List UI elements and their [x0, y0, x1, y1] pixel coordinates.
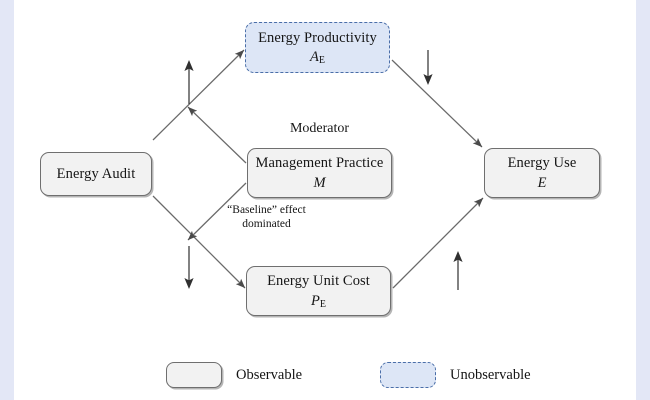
legend-label-observable: Observable — [236, 366, 303, 383]
node-management-practice-title: Management Practice — [255, 155, 384, 172]
legend: Observable Unobservable — [14, 352, 636, 398]
node-energy-use-title: Energy Use — [507, 155, 577, 172]
legend-label-unobservable: Unobservable — [450, 366, 531, 383]
edge-moderator-to-cost-path — [187, 182, 247, 241]
path-diagram: Energy Audit Energy Productivity AE Mana… — [14, 0, 636, 400]
connector-layer — [152, 49, 484, 290]
right-margin-band — [636, 0, 650, 400]
node-energy-unit-cost[interactable]: Energy Unit Cost PE — [246, 266, 391, 316]
node-energy-unit-cost-title: Energy Unit Cost — [267, 273, 370, 290]
node-energy-productivity-title: Energy Productivity — [258, 29, 377, 46]
node-energy-productivity[interactable]: Energy Productivity AE — [245, 22, 390, 73]
edge-productivity-to-use — [391, 59, 483, 148]
edge-cost-to-use — [392, 197, 484, 289]
sign-up-audit-productivity — [184, 60, 194, 104]
node-energy-use[interactable]: Energy Use E — [484, 148, 600, 198]
edge-audit-to-cost — [152, 195, 246, 289]
node-energy-unit-cost-symbol: PE — [311, 292, 326, 310]
node-management-practice-symbol: M — [313, 174, 326, 191]
moderator-label: Moderator — [289, 121, 350, 136]
baseline-effect-note-line1: “Baseline” effect — [227, 204, 306, 216]
node-management-practice[interactable]: Management Practice M — [247, 148, 392, 198]
legend-swatch-unobservable — [380, 362, 436, 388]
sign-down-productivity-use — [423, 50, 433, 85]
edge-moderator-to-productivity-path — [187, 106, 247, 164]
legend-swatch-observable — [166, 362, 222, 388]
node-energy-audit[interactable]: Energy Audit — [40, 152, 152, 196]
legend-item-unobservable: Unobservable — [380, 362, 531, 388]
node-energy-use-symbol: E — [537, 174, 547, 191]
node-energy-audit-title: Energy Audit — [56, 165, 136, 182]
baseline-effect-note: “Baseline” effect dominated — [204, 203, 329, 231]
legend-item-observable: Observable — [166, 362, 302, 388]
baseline-effect-note-line2: dominated — [242, 218, 291, 231]
left-margin-band — [0, 0, 14, 400]
node-energy-productivity-symbol: AE — [310, 49, 325, 66]
sign-up-cost-use — [453, 251, 463, 290]
edge-audit-to-productivity — [152, 49, 245, 141]
sign-down-audit-cost — [184, 246, 194, 289]
